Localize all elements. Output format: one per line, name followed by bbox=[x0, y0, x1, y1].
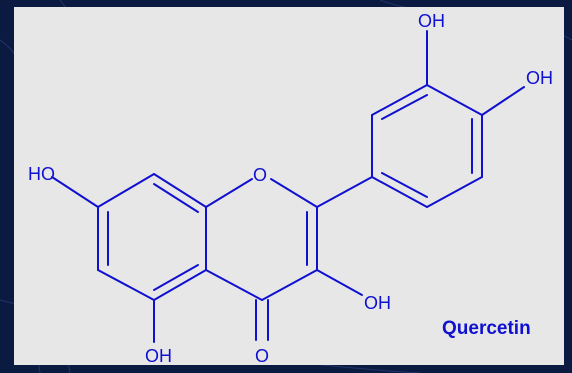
bond bbox=[97, 269, 155, 301]
bond-double bbox=[153, 183, 199, 213]
label-ho-a-ring: HO bbox=[28, 164, 55, 184]
structure-panel: OH OH HO O OH OH O Quercetin bbox=[14, 7, 564, 365]
bond bbox=[426, 84, 483, 116]
bond bbox=[153, 269, 207, 301]
label-oh-b-ring-upper: OH bbox=[418, 11, 445, 31]
label-oh-c5: OH bbox=[145, 346, 172, 365]
bond bbox=[371, 176, 428, 208]
bond bbox=[51, 176, 99, 208]
bond bbox=[205, 269, 263, 301]
label-ring-oxygen: O bbox=[253, 165, 267, 185]
compound-name: Quercetin bbox=[442, 318, 531, 339]
label-oh-c3: OH bbox=[364, 293, 391, 313]
bond bbox=[371, 84, 428, 116]
bond bbox=[153, 173, 207, 208]
bond-double bbox=[381, 172, 428, 198]
bond bbox=[270, 178, 318, 208]
quercetin-structure: OH OH HO O OH OH O Quercetin bbox=[28, 11, 553, 365]
bond-double bbox=[381, 94, 428, 120]
label-oh-b-ring-right: OH bbox=[526, 68, 553, 88]
bond bbox=[316, 269, 363, 296]
label-carbonyl-oxygen: O bbox=[255, 346, 269, 365]
bond bbox=[97, 173, 155, 208]
bond bbox=[426, 176, 483, 208]
bond bbox=[481, 86, 525, 116]
bond-double bbox=[153, 264, 199, 291]
bond bbox=[261, 269, 318, 301]
bond bbox=[205, 178, 253, 208]
bond bbox=[316, 176, 373, 208]
